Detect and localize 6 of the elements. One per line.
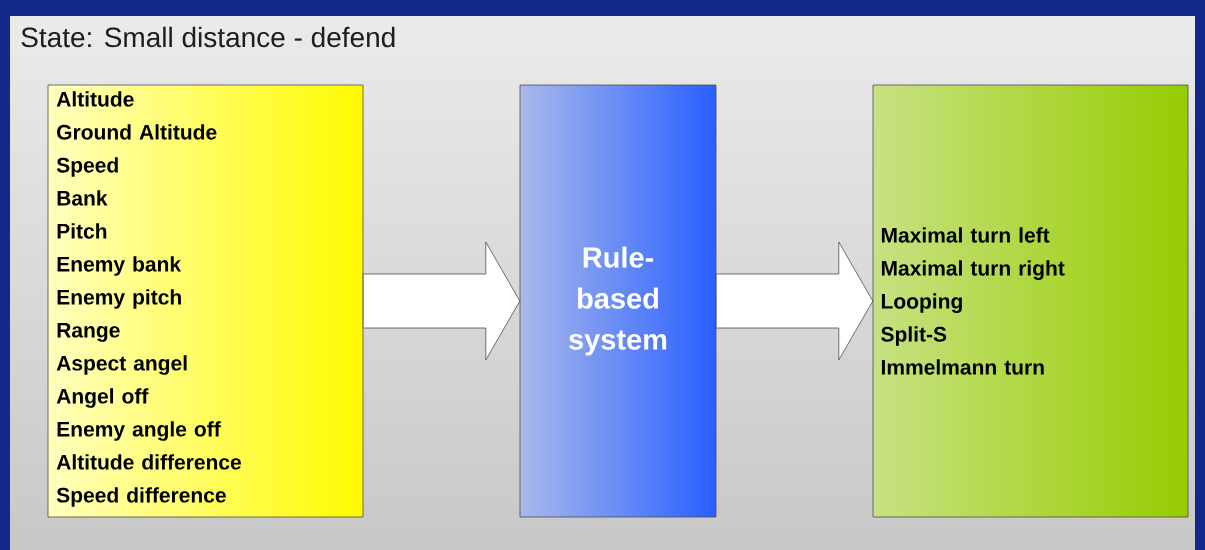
- output-list-box: Maximal turn left Maximal turn right Looping Split-S Immelmann turn: [872, 84, 1189, 518]
- process-box: Rule-based system: [519, 84, 717, 518]
- input-list-box: Altitude Ground Altitude Speed Bank Pitch Enemy bank Enemy pitch Range Aspect angel Angel off Enemy angle off Altitude difference Speed difference: [47, 84, 364, 518]
- block-arrow: [362, 241, 521, 361]
- block-arrow: [715, 241, 874, 361]
- slide-title: State: Small distance - defend: [21, 26, 395, 48]
